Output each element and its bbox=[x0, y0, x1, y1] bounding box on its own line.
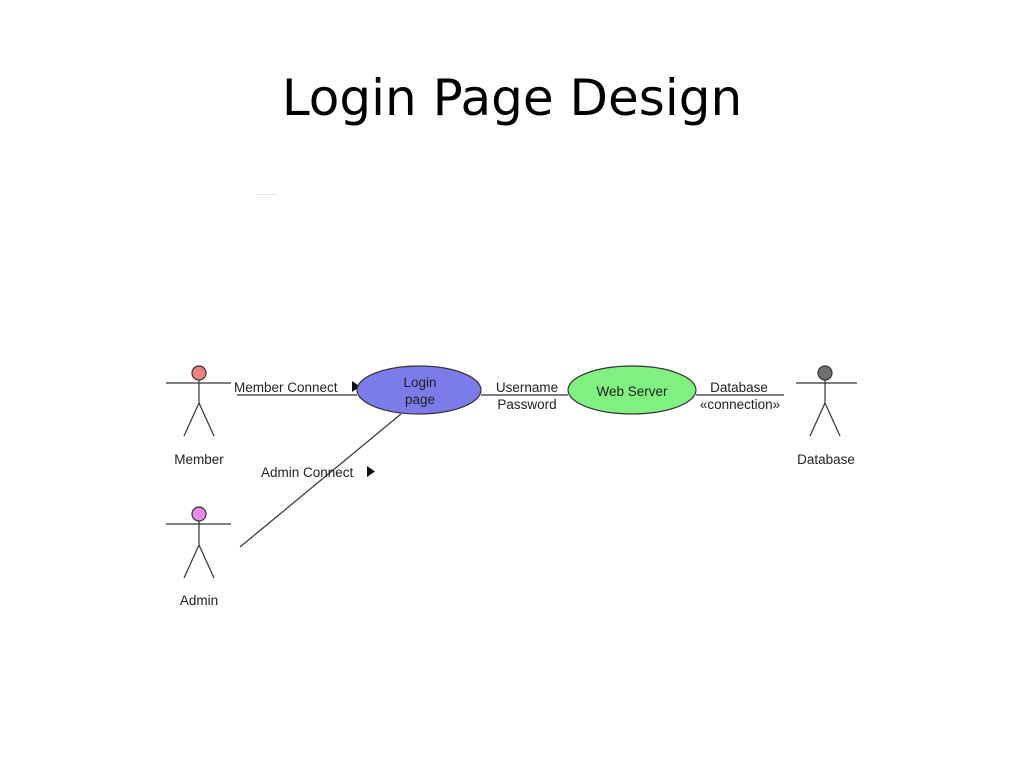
database-actor[interactable]: Database bbox=[796, 365, 857, 467]
admin-actor[interactable]: Admin bbox=[166, 506, 231, 608]
login-page-use-case[interactable]: Login page bbox=[356, 365, 482, 415]
member-head bbox=[191, 365, 207, 381]
database-label: Database bbox=[797, 452, 855, 467]
web-server-use-case[interactable]: Web Server bbox=[567, 365, 697, 415]
database-head bbox=[817, 365, 833, 381]
connection-stereotype-label: «connection» bbox=[700, 397, 780, 412]
username-label: Username bbox=[496, 380, 558, 395]
page-title: Login Page Design bbox=[281, 69, 743, 127]
login-page-ellipse bbox=[356, 365, 482, 415]
login-page-line1: Login bbox=[403, 375, 436, 390]
admin-connect-association[interactable]: Admin Connect bbox=[239, 413, 402, 548]
login-webserver-association[interactable]: Username Password bbox=[481, 380, 568, 412]
admin-connect-label: Admin Connect bbox=[261, 465, 354, 480]
member-connect-label: Member Connect bbox=[234, 380, 338, 395]
member-label: Member bbox=[174, 452, 224, 467]
password-label: Password bbox=[497, 397, 556, 412]
admin-head bbox=[191, 506, 207, 522]
member-actor[interactable]: Member bbox=[166, 365, 231, 467]
login-page-line2: page bbox=[405, 392, 435, 407]
database-connection-label: Database bbox=[710, 380, 768, 395]
admin-connect-arrow-icon bbox=[367, 466, 375, 477]
webserver-database-association[interactable]: Database «connection» bbox=[696, 380, 784, 412]
admin-label: Admin bbox=[180, 593, 218, 608]
member-connect-association[interactable]: Member Connect bbox=[234, 380, 360, 396]
member-connect-arrow-icon bbox=[352, 381, 360, 392]
web-server-label: Web Server bbox=[596, 384, 668, 399]
web-server-ellipse bbox=[567, 365, 697, 415]
decorative-mark bbox=[256, 194, 276, 195]
